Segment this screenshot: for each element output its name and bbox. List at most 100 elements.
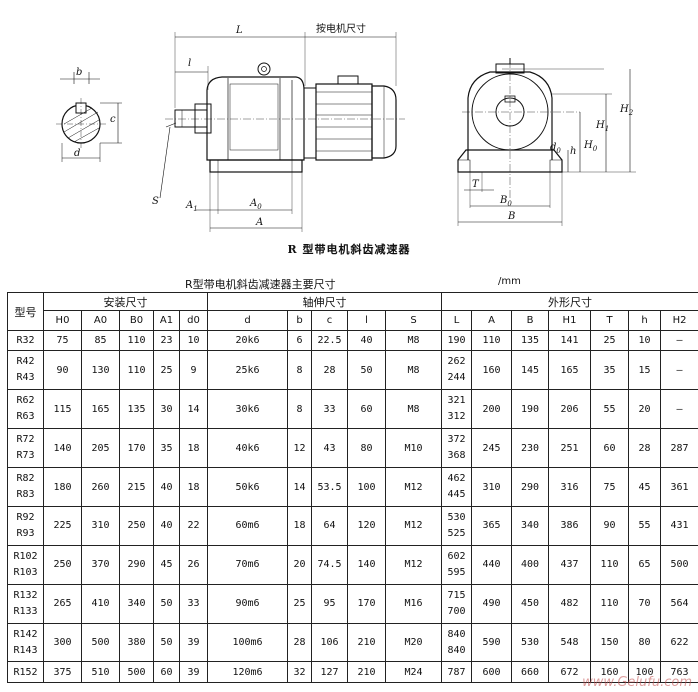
value-cell: 40k6 — [207, 428, 288, 469]
column-header: h — [628, 310, 661, 331]
column-header: c — [311, 310, 348, 331]
value-cell: M8 — [385, 350, 442, 391]
column-header: S — [385, 310, 442, 331]
model-name: R82 — [16, 473, 35, 485]
value-cell: 25 — [153, 350, 180, 391]
technical-drawing: b c d — [56, 22, 636, 232]
value-cell: 265 — [43, 583, 82, 624]
model-name: R92 — [16, 511, 35, 523]
value-cell: 80 — [628, 622, 661, 663]
value-cell: 290 — [119, 544, 154, 585]
value-cell: 8 — [287, 389, 312, 430]
value-line: 244 — [447, 372, 466, 384]
column-header: l — [347, 310, 386, 331]
value-cell: 110 — [119, 329, 154, 352]
value-line: 368 — [447, 450, 466, 462]
value-cell: 14 — [287, 467, 312, 507]
value-cell: 763 — [659, 661, 698, 683]
value-cell: 310 — [81, 505, 120, 546]
dim-d0-label: d — [550, 142, 556, 153]
value-line: 840 — [447, 628, 466, 640]
value-cell: 622 — [659, 622, 698, 663]
value-cell: 140 — [347, 544, 386, 585]
svg-text:B0: B0 — [499, 195, 512, 208]
header-group-install: 安装尺寸 — [43, 292, 208, 311]
model-name: R143 — [13, 644, 38, 656]
value-line: 595 — [447, 566, 466, 578]
dim-H2-sub: 2 — [628, 109, 634, 117]
value-cell: 60 — [153, 661, 180, 683]
value-cell: 18 — [179, 467, 208, 507]
value-cell: 22 — [179, 505, 208, 546]
value-cell: 6 — [287, 329, 312, 352]
drawing-caption: R 型带电机斜齿减速器 — [287, 243, 411, 256]
value-cell: — — [659, 389, 698, 430]
dim-A1-sub: 1 — [193, 205, 197, 213]
value-cell: 25 — [287, 583, 312, 624]
value-cell: 245 — [471, 428, 512, 469]
value-cell: 28 — [287, 622, 312, 663]
value-line: 462 — [447, 473, 466, 485]
value-cell: 8 — [287, 350, 312, 391]
value-cell: 55 — [628, 505, 661, 546]
value-cell: 18 — [179, 428, 208, 469]
value-line: 700 — [447, 605, 466, 617]
value-cell: 150 — [590, 622, 629, 663]
dim-A-label: A — [255, 217, 263, 228]
value-cell: 43 — [311, 428, 348, 469]
value-cell: 145 — [511, 350, 549, 391]
value-cell: 200 — [471, 389, 512, 430]
value-cell: 410 — [81, 583, 120, 624]
model-name: R62 — [16, 395, 35, 407]
value-cell: 39 — [179, 661, 208, 683]
column-header: A1 — [153, 310, 180, 331]
value-cell: 600 — [471, 661, 512, 683]
watermark-text: www.Gelufu.com — [582, 675, 692, 690]
value-cell: 50 — [153, 583, 180, 624]
value-cell: 225 — [43, 505, 82, 546]
value-cell: 251 — [548, 428, 591, 469]
dim-A1-label: A — [185, 200, 193, 211]
value-cell: 39 — [179, 622, 208, 663]
model-name: R32 — [16, 335, 35, 347]
value-line: 530 — [447, 511, 466, 523]
value-cell: 250 — [43, 544, 82, 585]
value-cell: 15 — [628, 350, 661, 391]
value-cell: 20 — [287, 544, 312, 585]
value-line: 445 — [447, 489, 466, 501]
value-cell: 127 — [311, 661, 348, 683]
column-header: H2 — [659, 310, 698, 331]
value-cell: M12 — [385, 544, 442, 585]
value-cell: 90 — [43, 350, 82, 391]
value-cell: M8 — [385, 389, 442, 430]
shaft-section-view: b c d — [56, 67, 122, 162]
value-cell: M8 — [385, 329, 442, 352]
model-name: R83 — [16, 489, 35, 501]
value-cell: 22.5 — [311, 329, 348, 352]
svg-text:H2: H2 — [619, 104, 634, 117]
value-cell: 95 — [311, 583, 348, 624]
svg-text:A1: A1 — [185, 200, 198, 213]
value-line: 602 — [447, 550, 466, 562]
dim-H0-sub: 0 — [593, 145, 598, 153]
value-cell: 60 — [590, 428, 629, 469]
value-line: 715 — [447, 589, 466, 601]
value-cell: 260 — [81, 467, 120, 507]
table-unit: /mm — [498, 276, 521, 287]
value-cell: 10 — [628, 329, 661, 352]
dim-H2-label: H — [619, 104, 629, 115]
column-header: d0 — [179, 310, 208, 331]
value-cell: 400 — [511, 544, 549, 585]
value-cell: 45 — [153, 544, 180, 585]
model-name: R132 — [13, 589, 38, 601]
column-header: L — [441, 310, 472, 331]
value-cell: 365 — [471, 505, 512, 546]
value-cell: 215 — [119, 467, 154, 507]
value-cell: 120m6 — [207, 661, 288, 683]
column-header: b — [287, 310, 312, 331]
